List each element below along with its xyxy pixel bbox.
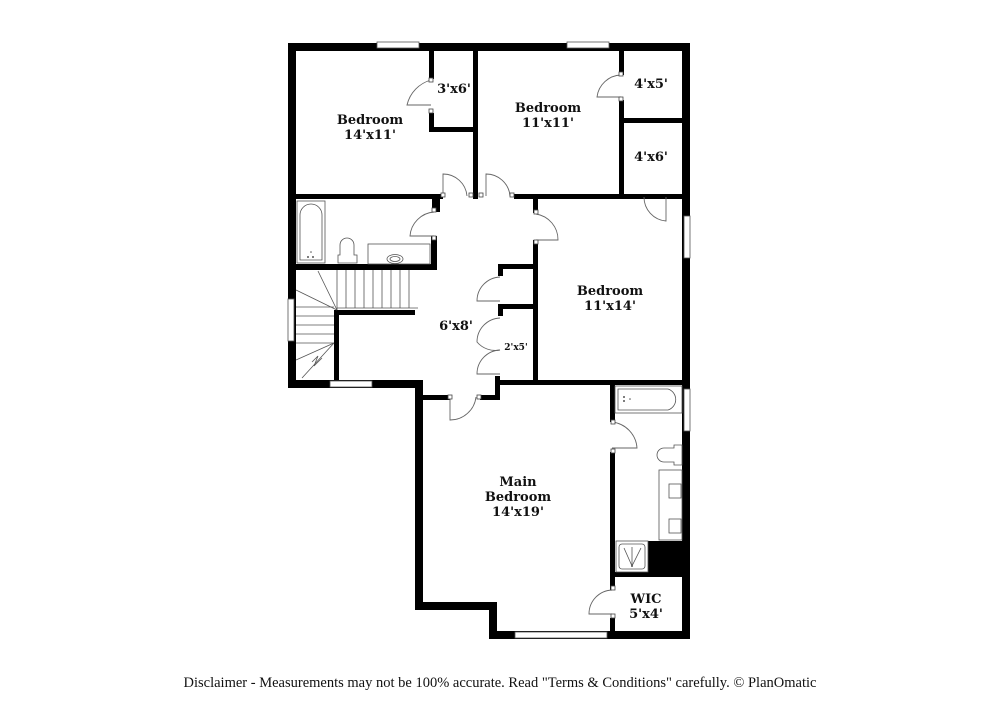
room-size-closet-ne-upper: 4'x5' — [634, 77, 668, 92]
room-size-bedroom-n: 11'x11' — [522, 116, 574, 131]
shower-icon — [615, 540, 649, 573]
window-icon — [566, 41, 610, 49]
door-swing-icon — [596, 74, 622, 98]
door-swing-icon — [409, 211, 435, 237]
room-size-wic: 5'x4' — [629, 607, 663, 622]
door-swing-icon — [535, 213, 559, 241]
door-swing-icon — [476, 349, 501, 375]
door-swing-icon — [485, 173, 511, 197]
room-name-main-bedroom-line2: Bedroom — [485, 490, 552, 505]
sink-icon — [658, 469, 683, 541]
disclaimer-text: Disclaimer - Measurements may not be 100… — [183, 675, 817, 691]
toilet-icon — [337, 237, 358, 264]
room-name-bedroom-e: Bedroom — [577, 284, 644, 299]
room-labels: Bedroom 14'x11' 3'x6' Bedroom 11'x11' 4'… — [337, 77, 668, 622]
window-icon — [376, 41, 420, 49]
door-swing-icon — [476, 276, 501, 302]
door-swing-icon — [588, 589, 613, 615]
window-icon — [683, 388, 691, 432]
doors — [406, 71, 667, 619]
door-swing-icon — [449, 396, 477, 421]
window-icon — [683, 215, 691, 259]
room-name-bedroom-nw: Bedroom — [337, 113, 404, 128]
room-size-main-bedroom: 14'x19' — [492, 505, 544, 520]
master-bath-fixtures — [614, 385, 683, 573]
toilet-icon — [656, 444, 683, 466]
room-size-bedroom-nw: 14'x11' — [344, 128, 396, 143]
windows — [287, 41, 691, 639]
interior-walls — [288, 51, 689, 638]
room-name-wic: WIC — [629, 592, 661, 607]
room-size-bedroom-e: 11'x14' — [584, 299, 636, 314]
bathtub-icon — [296, 200, 326, 264]
door-swing-icon — [611, 421, 638, 449]
window-icon — [514, 631, 608, 639]
door-swing-icon — [643, 196, 667, 222]
room-size-linen-closet: 2'x5' — [504, 343, 527, 353]
window-icon — [287, 298, 295, 342]
door-swing-icon — [442, 173, 468, 197]
door-swing-icon — [406, 79, 432, 106]
door-swing-icon — [476, 317, 501, 351]
room-size-closet-nw: 3'x6' — [437, 82, 471, 97]
room-size-hall: 6'x8' — [439, 319, 473, 334]
bathtub-icon — [614, 385, 683, 414]
room-size-closet-ne-lower: 4'x6' — [634, 150, 668, 165]
room-name-main-bedroom-line1: Main — [499, 475, 537, 490]
window-icon — [329, 380, 373, 388]
room-name-bedroom-n: Bedroom — [515, 101, 582, 116]
hall-bathroom-fixtures — [296, 200, 431, 265]
sink-icon — [367, 243, 431, 265]
stairs-icon — [295, 270, 418, 379]
